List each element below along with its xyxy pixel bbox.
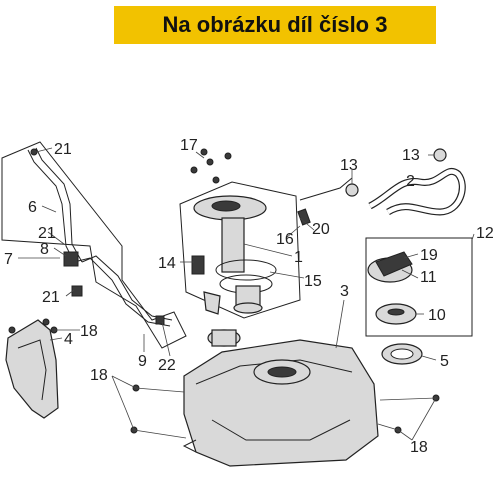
label-1: 1: [294, 249, 303, 266]
label-22: 22: [158, 357, 176, 374]
fuel-pump-assembly: [179, 148, 301, 319]
label-18: 18: [80, 323, 98, 340]
label-12: 12: [476, 225, 494, 242]
shroud-part-4: [5, 318, 59, 419]
label-10: 10: [428, 307, 446, 324]
label-6: 6: [28, 199, 37, 216]
callout-labels: 21 6 21 7 8 21 4 18 9 22 18 17 14 16 1 1…: [4, 137, 494, 456]
label-2: 2: [406, 173, 415, 190]
label-4: 4: [64, 331, 73, 348]
label-15: 15: [304, 273, 322, 290]
label-18: 18: [410, 439, 428, 456]
label-17: 17: [180, 137, 198, 154]
label-13: 13: [402, 147, 420, 164]
label-3: 3: [340, 283, 349, 300]
cap-assembly-part-12: [365, 237, 473, 365]
label-20: 20: [312, 221, 330, 238]
label-18: 18: [90, 367, 108, 384]
leader-lines: [18, 147, 475, 441]
tube-panel: [1, 141, 187, 349]
fuel-tank-part-3[interactable]: [182, 329, 379, 467]
label-8: 8: [40, 241, 49, 258]
label-16: 16: [276, 231, 294, 248]
label-9: 9: [138, 353, 147, 370]
label-19: 19: [420, 247, 438, 264]
label-21: 21: [54, 141, 72, 158]
title-banner: Na obrázku díl číslo 3: [114, 6, 436, 44]
label-5: 5: [440, 353, 449, 370]
banner-title: Na obrázku díl číslo 3: [162, 12, 388, 37]
label-11: 11: [420, 269, 437, 286]
label-21: 21: [42, 289, 60, 306]
label-7: 7: [4, 251, 13, 268]
label-14: 14: [158, 255, 176, 272]
fuel-hose-part-2: [297, 148, 466, 226]
label-21: 21: [38, 225, 56, 242]
label-13: 13: [340, 157, 358, 174]
